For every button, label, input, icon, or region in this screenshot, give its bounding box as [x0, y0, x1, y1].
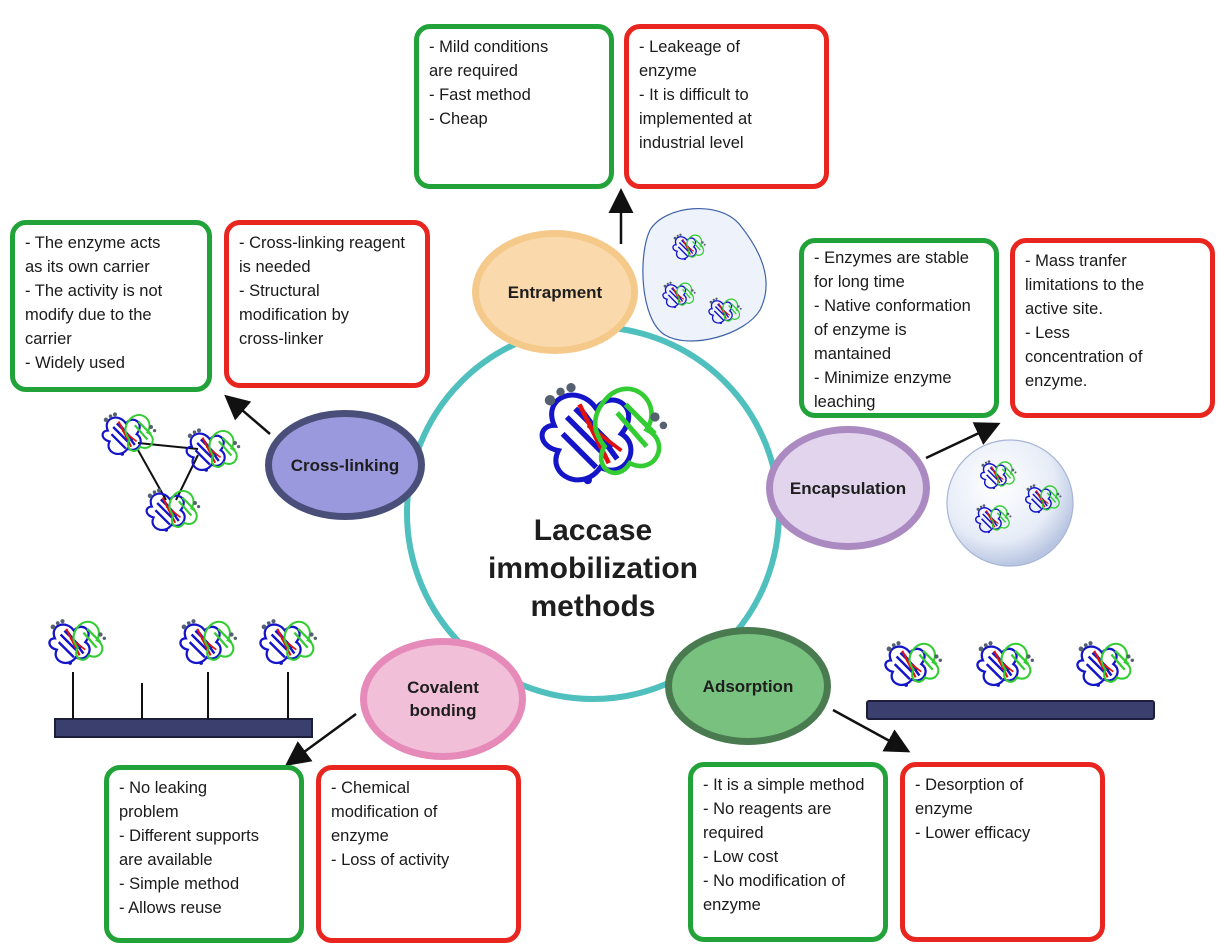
crosslinked-proteins-icon	[101, 411, 242, 533]
disadvantage-line: - Leakeage of	[639, 38, 740, 56]
disadvantage-line: is needed	[239, 258, 311, 276]
disadvantage-line: implemented at	[639, 110, 752, 128]
disadvantage-line: concentration of	[1025, 348, 1143, 366]
disadvantage-line: enzyme	[639, 62, 697, 80]
advantage-line: as its own carrier	[25, 258, 150, 276]
disadvantage-line: - Loss of activity	[331, 851, 450, 869]
disadvantage-line: - Mass tranfer	[1025, 252, 1127, 270]
advantage-line: are available	[119, 851, 213, 869]
adsorption-support-icon	[866, 639, 1155, 720]
central-laccase-structure-icon	[542, 383, 667, 484]
advantage-line: modify due to the	[25, 306, 152, 324]
advantage-line: - Native conformation	[814, 297, 971, 315]
advantage-line: are required	[429, 62, 518, 80]
advantage-line: for long time	[814, 273, 905, 291]
advantage-line: - No reagents are	[703, 800, 832, 818]
advantage-line: - It is a simple method	[703, 776, 865, 794]
disadvantage-line: - Lower efficacy	[915, 824, 1031, 842]
disadvantage-line: limitations to the	[1025, 276, 1145, 294]
entrapment-label: Entrapment	[507, 282, 603, 302]
advantage-line: - Low cost	[703, 848, 779, 866]
advantage-line: - Fast method	[429, 86, 531, 104]
covalent-circle: Covalent bonding	[360, 638, 526, 760]
advantage-line: - No modification of	[703, 872, 846, 890]
center-title: Laccase immobilization methods	[488, 514, 698, 623]
entrapment-disadvantages-box: - Leakeage of enzyme - It is difficult t…	[624, 24, 829, 189]
encapsulation-arrow	[925, 422, 1001, 460]
disadvantage-line: - Chemical	[331, 779, 410, 797]
entrapment-advantages-box: - Mild conditions are required - Fast me…	[414, 24, 614, 189]
encapsulation-label: Encapsulation	[789, 478, 907, 498]
advantage-line: - No leaking	[119, 779, 208, 797]
encapsulation-disadvantages-box: - Mass tranfer limitations to the active…	[1010, 238, 1215, 418]
crosslinking-arrow	[224, 394, 271, 435]
disadvantage-line: enzyme.	[1025, 372, 1088, 390]
crosslinking-circle: Cross-linking	[265, 410, 425, 520]
disadvantage-line: enzyme	[331, 827, 389, 845]
adsorption-advantages-box: - It is a simple method - No reagents ar…	[688, 762, 888, 942]
disadvantage-line: active site.	[1025, 300, 1103, 318]
advantage-line: problem	[119, 803, 179, 821]
advantage-line: - Cheap	[429, 110, 488, 128]
advantage-line: - Enzymes are stable	[814, 249, 969, 267]
covalent-disadvantages-box: - Chemical modification of enzyme - Loss…	[316, 765, 521, 943]
entrapment-matrix-icon	[642, 207, 767, 342]
crosslinking-label: Cross-linking	[290, 455, 400, 475]
covalent-advantages-box: - No leaking problem - Different support…	[104, 765, 304, 943]
disadvantage-line: - It is difficult to	[639, 86, 749, 104]
advantage-line: - Different supports	[119, 827, 260, 845]
advantage-line: required	[703, 824, 764, 842]
disadvantage-line: modification of	[331, 803, 438, 821]
advantage-line: leaching	[814, 393, 876, 411]
disadvantage-line: cross-linker	[239, 330, 324, 348]
adsorption-circle: Adsorption	[665, 627, 831, 745]
advantage-line: - Widely used	[25, 354, 125, 372]
encapsulation-circle: Encapsulation	[766, 426, 930, 550]
advantage-line: - Mild conditions	[429, 38, 549, 56]
adsorption-arrow	[832, 708, 911, 753]
advantage-line: - The activity is not	[25, 282, 163, 300]
entrapment-circle: Entrapment	[472, 230, 638, 354]
adsorption-disadvantages-box: - Desorption of enzyme - Lower efficacy	[900, 762, 1105, 942]
disadvantage-line: - Structural	[239, 282, 320, 300]
covalent-arrow	[284, 712, 357, 766]
disadvantage-line: enzyme	[915, 800, 973, 818]
advantage-line: enzyme	[703, 896, 761, 914]
advantage-line: carrier	[25, 330, 72, 348]
disadvantage-line: - Desorption of	[915, 776, 1024, 794]
encapsulation-advantages-box: - Enzymes are stable for long time - Nat…	[799, 238, 999, 418]
covalent-label: Covalent bonding	[407, 678, 479, 720]
crosslinking-disadvantages-box: - Cross-linking reagent is needed - Stru…	[224, 220, 430, 388]
advantage-line: - Allows reuse	[119, 899, 222, 917]
adsorption-label: Adsorption	[702, 676, 794, 696]
advantage-line: - Minimize enzyme	[814, 369, 952, 387]
crosslinking-advantages-box: - The enzyme acts as its own carrier - T…	[10, 220, 212, 392]
encapsulation-capsule-icon	[946, 439, 1074, 567]
advantage-line: - Simple method	[119, 875, 240, 893]
disadvantage-line: modification by	[239, 306, 350, 324]
advantage-line: of enzyme is	[814, 321, 907, 339]
covalent-support-icon	[48, 617, 319, 738]
disadvantage-line: - Less	[1025, 324, 1070, 342]
advantage-line: mantained	[814, 345, 892, 363]
advantage-line: - The enzyme acts	[25, 234, 161, 252]
disadvantage-line: industrial level	[639, 134, 744, 152]
disadvantage-line: - Cross-linking reagent	[239, 234, 405, 252]
